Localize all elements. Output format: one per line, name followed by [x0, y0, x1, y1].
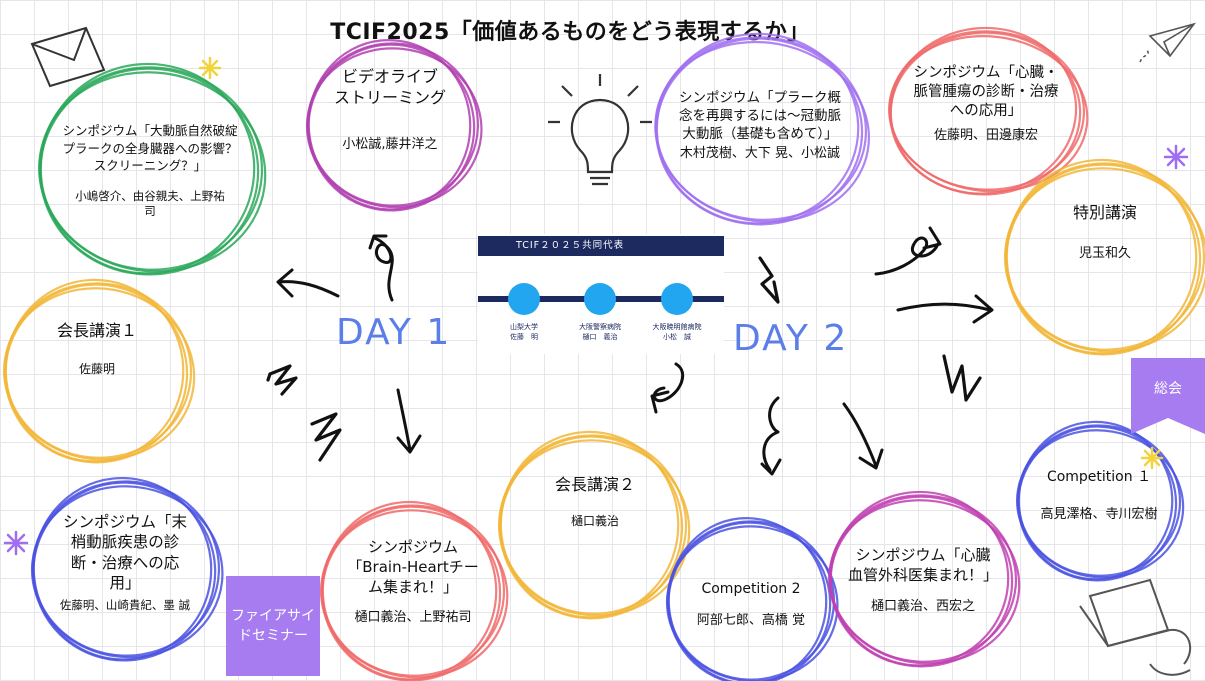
ring-sym_cv_surgery — [828, 490, 1021, 668]
ring-stroke — [30, 485, 224, 659]
ring-stroke — [305, 47, 483, 209]
envelope-icon — [30, 26, 106, 88]
node-chair-lecture-1: 会長講演１ 佐藤明 — [56, 321, 137, 377]
banner-org-1: 山梨大学 佐藤 明 — [510, 323, 538, 342]
arrow-icon — [276, 268, 994, 470]
ring-stroke — [828, 499, 1021, 665]
general-meeting-ribbon — [1131, 358, 1205, 434]
node-chair-lecture-2: 会長講演２ 樋口義治 — [554, 475, 635, 529]
node-video-live: ビデオライブストリーミング 小松誠,藤井洋之 — [333, 67, 446, 153]
node-symposium-plaque: シンポジウム「プラーク概念を再興するには〜冠動脈大動脈（基礎も含めて）」 木村茂… — [679, 90, 841, 162]
node-competition-1: Competition １ 高見澤格、寺川宏樹 — [1040, 469, 1158, 523]
day-2-label: DAY 2 — [733, 318, 849, 359]
ring-sym_tumor — [888, 26, 1089, 196]
banner-org-2: 大阪警察病院 樋口 義治 — [579, 323, 621, 342]
node-competition-2: Competition 2 阿部七郎、高橋 覚 — [696, 581, 806, 629]
ring-stroke — [1015, 429, 1185, 579]
banner-header: TCIF２０２５共同代表 — [478, 236, 724, 256]
ring-chair2 — [497, 430, 691, 620]
ring-sym_plaque — [654, 32, 871, 226]
day-1-label: DAY 1 — [336, 312, 452, 353]
node-symposium-aorta: シンポジウム「大動脈自然破綻プラークの全身臓器への影響？スクリーニング？」 小嶋… — [62, 123, 238, 219]
sparkle-icon — [3, 56, 1189, 556]
zigzag-icon — [266, 256, 982, 462]
ring-comp1 — [1015, 420, 1185, 582]
node-symposium-tumor: シンポジウム「心臓・脈管腫瘍の診断・治療への応用」 佐藤明、田邊康宏 — [913, 65, 1059, 144]
ring-sym_aorta — [38, 62, 267, 276]
banner-dot-3 — [661, 283, 693, 315]
ring-stroke — [319, 509, 509, 679]
ring-sym_peripheral — [30, 476, 224, 662]
ring-video_live — [305, 39, 483, 212]
ring-special — [1003, 158, 1205, 356]
lightbulb-icon — [548, 74, 652, 186]
node-symposium-brain-heart: シンポジウム「Brain-Heartチーム集まれ！」 樋口義治、上野祐司 — [347, 538, 479, 626]
general-meeting-label: 総会 — [1154, 381, 1182, 397]
laptop-icon — [1079, 578, 1192, 676]
ring-stroke — [2, 287, 196, 461]
ring-chair1 — [2, 278, 196, 464]
ring-stroke — [1003, 167, 1205, 353]
node-special-lecture: 特別講演 児玉和久 — [1072, 203, 1137, 262]
co-representatives-banner: TCIF２０２５共同代表 山梨大学 佐藤 明 大阪警察病院 樋口 義治 大阪暁明… — [478, 234, 724, 354]
banner-dot-1 — [508, 283, 540, 315]
banner-org-3: 大阪暁明館病院 小松 誠 — [652, 323, 702, 342]
node-symposium-cv-surgery: シンポジウム「心臓血管外科医集まれ！」 樋口義治、西宏之 — [847, 546, 998, 614]
node-symposium-peripheral: シンポジウム「末梢動脈疾患の診断・治療への応用」 佐藤明、山崎貴紀、墨 誠 — [59, 513, 191, 612]
ring-stroke — [38, 71, 267, 273]
ring-stroke — [654, 40, 871, 223]
ring-stroke — [888, 35, 1089, 193]
ring-sym_brain — [319, 500, 509, 681]
fireside-seminar-tag: ファイアサイドセミナー — [226, 576, 320, 676]
banner-dot-2 — [584, 283, 616, 315]
paper-plane-icon — [1139, 22, 1197, 63]
loop-arrow-icon — [368, 226, 942, 476]
